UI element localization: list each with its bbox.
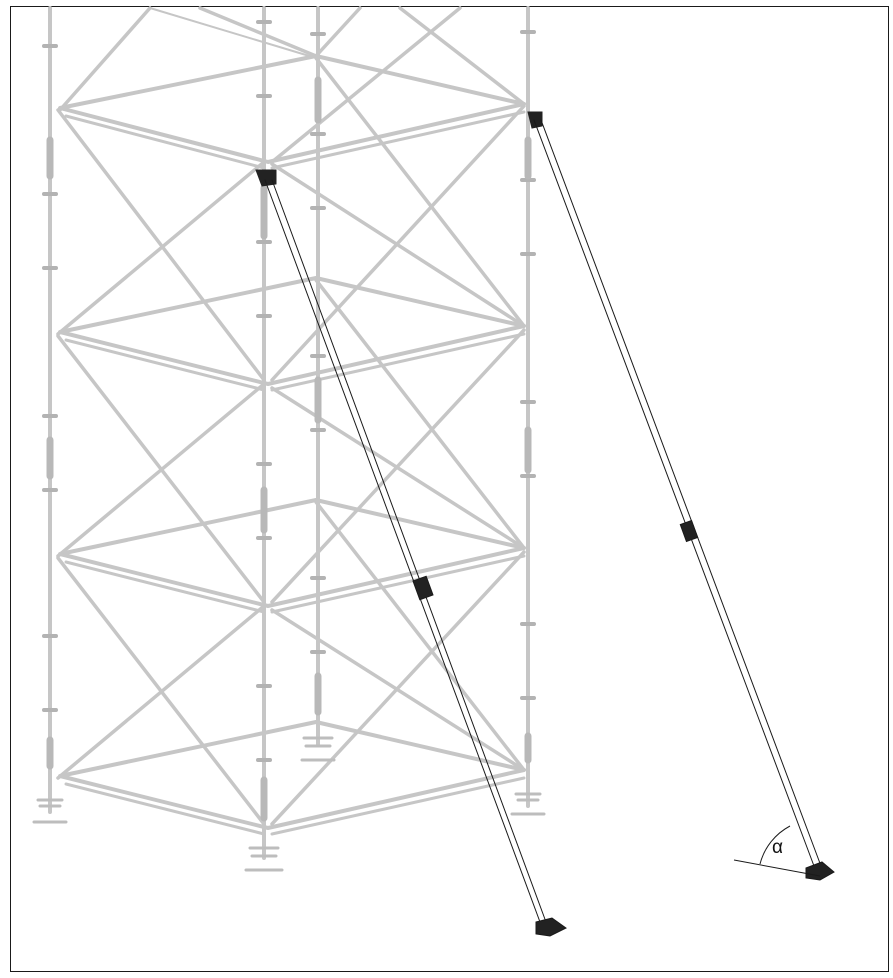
bracing-strut-left: [255, 169, 567, 937]
strut-top-clamp: [255, 169, 277, 187]
base-jacks: [32, 736, 546, 872]
strut-foot-plate: [535, 917, 567, 937]
diagonal-braces: [56, 6, 526, 826]
angle-alpha-label: α: [772, 837, 783, 858]
strut-foot-plate: [805, 861, 835, 881]
ledger-level-1: [58, 54, 526, 170]
rosettes: [42, 20, 536, 762]
spigot-joints: [46, 76, 532, 822]
bracing-strut-right: [527, 111, 835, 881]
strut-mid-coupler: [412, 575, 434, 601]
ledger-level-4: [58, 720, 526, 836]
ledger-level-2: [58, 276, 526, 392]
standards: [48, 6, 530, 860]
drawing-border: [10, 6, 889, 972]
scaffold-tower: [32, 6, 546, 872]
strut-top-clamp: [527, 111, 543, 129]
angle-arc: [759, 825, 791, 865]
ledger-level-3: [58, 498, 526, 614]
angle-indicator: [733, 825, 821, 877]
ground-reference-line: [733, 859, 821, 877]
strut-mid-coupler: [679, 519, 699, 543]
